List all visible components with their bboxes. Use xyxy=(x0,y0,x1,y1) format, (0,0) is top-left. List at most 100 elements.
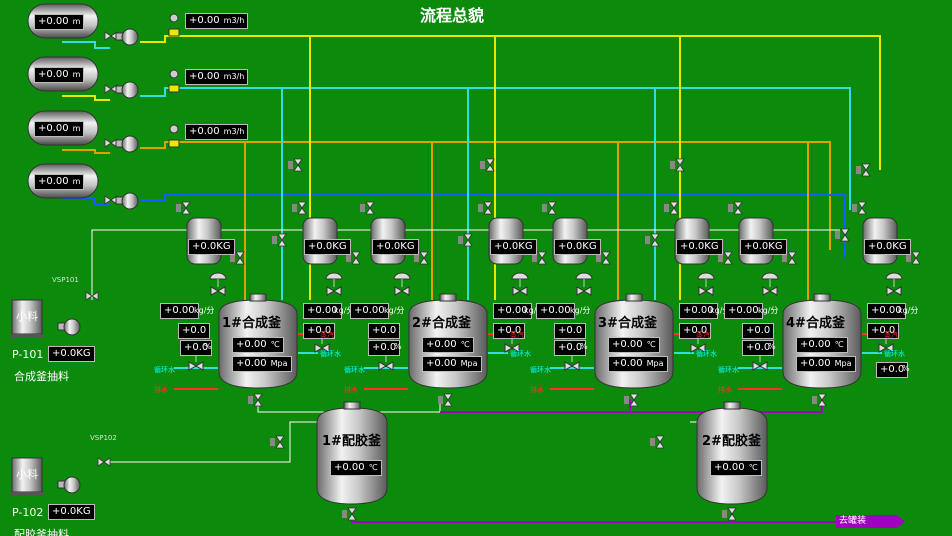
weigh-inlet-valve-6[interactable] xyxy=(664,201,679,215)
raw-tank-4-level-unit: m xyxy=(72,177,81,186)
mixer-1 xyxy=(316,401,388,505)
mixer-2-temp: +0.00℃ xyxy=(710,460,762,476)
reactor-1-open-2-value: +0.0 xyxy=(182,325,207,336)
reactor-4-open-1-value: +0.0 xyxy=(746,342,771,353)
weigh-inlet-valve-3[interactable] xyxy=(360,201,375,215)
weigh-outlet-valve-7[interactable] xyxy=(782,251,797,265)
reactor-3-temp-unit: ℃ xyxy=(646,340,656,349)
raw-pump-4[interactable] xyxy=(115,192,139,210)
flow-meter-2-value: +0.00 xyxy=(189,71,220,82)
mixer-2-outlet-valve[interactable] xyxy=(722,507,737,521)
raw-pump-3[interactable] xyxy=(115,135,139,153)
reactor-3-pressure-value: +0.00 xyxy=(612,358,643,369)
reactor-3-pct-unit: % xyxy=(580,342,588,351)
feeder-1-pump[interactable] xyxy=(57,318,81,336)
reactor-4-rate: +0.00 xyxy=(867,303,906,319)
weigh-inlet-valve-1[interactable] xyxy=(176,201,191,215)
weigh-outlet-valve-4[interactable] xyxy=(532,251,547,265)
reactor-4-bottom-valve[interactable] xyxy=(812,393,827,407)
weigh-control-valve-8[interactable] xyxy=(885,272,903,296)
reactor-4-rate-unit: kg/分 xyxy=(898,306,919,315)
reactor-1-temp-value: +0.00 xyxy=(236,339,267,350)
raw-tank-3-level-unit: m xyxy=(72,124,81,133)
weigh-inlet-valve-4[interactable] xyxy=(478,201,493,215)
raw-valve-1[interactable] xyxy=(104,31,118,41)
feeder-2-weight-value: +0.0KG xyxy=(52,506,91,517)
reactor-4-temp-unit: ℃ xyxy=(834,340,844,349)
feeder-2-pump[interactable] xyxy=(57,476,81,494)
reactor-4-feed: +0.00 xyxy=(724,303,763,319)
weigh-outlet-valve-8[interactable] xyxy=(906,251,921,265)
weigh-control-valve-5[interactable] xyxy=(575,272,593,296)
reactor-1-drain-tag: 排水 xyxy=(154,386,168,394)
reactor-3-bottom-valve[interactable] xyxy=(624,393,639,407)
weigh-inlet-valve-2[interactable] xyxy=(292,201,307,215)
raw-valve-4[interactable] xyxy=(104,195,118,205)
branch-valve-5[interactable] xyxy=(272,233,287,247)
weigh-control-valve-3[interactable] xyxy=(393,272,411,296)
weigh-tank-1-weight-value: +0.0KG xyxy=(192,241,231,252)
to-filling-arrow[interactable]: 去罐装 xyxy=(836,515,905,528)
mixer-1-name: 1#配胶釜 xyxy=(322,434,381,449)
branch-valve-1[interactable] xyxy=(288,158,303,172)
mixer-2-inlet-valve[interactable] xyxy=(650,435,665,449)
reactor-4-feed-unit: kg/分 xyxy=(758,306,779,315)
reactor-3-water-tag: 循环水 xyxy=(530,366,551,374)
mixer-1-inlet-valve[interactable] xyxy=(270,435,285,449)
mixer-1-outlet-valve[interactable] xyxy=(342,507,357,521)
raw-tank-1-level-value: +0.00 xyxy=(38,16,69,27)
branch-valve-3[interactable] xyxy=(670,158,685,172)
weigh-outlet-valve-6[interactable] xyxy=(718,251,733,265)
weigh-inlet-valve-5[interactable] xyxy=(542,201,557,215)
reactor-1-open-3-value: +0.0 xyxy=(307,325,332,336)
weigh-control-valve-6[interactable] xyxy=(697,272,715,296)
branch-valve-4[interactable] xyxy=(856,163,871,177)
reactor-3-temp: +0.00℃ xyxy=(608,337,660,353)
raw-pump-1[interactable] xyxy=(115,28,139,46)
feeder-1-label: 合成釜抽料 xyxy=(14,370,69,383)
reactor-4-open-2: +0.0 xyxy=(742,323,775,339)
weigh-control-valve-7[interactable] xyxy=(761,272,779,296)
weigh-outlet-valve-1[interactable] xyxy=(230,251,245,265)
weigh-outlet-valve-5[interactable] xyxy=(596,251,611,265)
reactor-1-open-3: +0.0 xyxy=(303,323,336,339)
feeder-2-base xyxy=(10,492,44,496)
feeder-2-box-label: 小料 xyxy=(16,468,38,481)
branch-valve-6[interactable] xyxy=(458,233,473,247)
weigh-outlet-valve-3[interactable] xyxy=(414,251,429,265)
weigh-tank-3-weight: +0.0KG xyxy=(372,239,419,255)
reactor-4-feed-value: +0.00 xyxy=(728,305,759,316)
feeder-2-weight: +0.0KG xyxy=(48,504,95,520)
feeder-1-valve[interactable] xyxy=(85,291,99,301)
weigh-inlet-valve-7[interactable] xyxy=(728,201,743,215)
reactor-2-bottom-valve[interactable] xyxy=(438,393,453,407)
flow-meter-1-value: +0.00 xyxy=(189,15,220,26)
reactor-4-open-2-value: +0.0 xyxy=(746,325,771,336)
reactor-4-name: 4#合成釜 xyxy=(786,316,845,331)
weigh-inlet-valve-8[interactable] xyxy=(852,201,867,215)
branch-valve-8[interactable] xyxy=(835,228,850,242)
branch-valve-7[interactable] xyxy=(645,233,660,247)
reactor-1-bottom-valve[interactable] xyxy=(248,393,263,407)
raw-valve-3[interactable] xyxy=(104,138,118,148)
weigh-control-valve-2[interactable] xyxy=(325,272,343,296)
raw-valve-2[interactable] xyxy=(104,84,118,94)
raw-pump-2[interactable] xyxy=(115,81,139,99)
reactor-3-pressure-unit: Mpa xyxy=(646,359,664,368)
branch-valve-2[interactable] xyxy=(480,158,495,172)
flow-transmitter-icon-2 xyxy=(169,69,179,79)
weigh-control-valve-1[interactable] xyxy=(209,272,227,296)
weigh-outlet-valve-2[interactable] xyxy=(346,251,361,265)
feeder-1-vsp: VSP101 xyxy=(52,276,79,284)
reactor-1-water-out-tag: 循环水 xyxy=(320,350,341,358)
feeder-2-valve[interactable] xyxy=(97,457,111,467)
raw-tank-3-level-value: +0.00 xyxy=(38,123,69,134)
reactor-1-rate-unit: kg/分 xyxy=(334,306,355,315)
reactor-2-temp: +0.00℃ xyxy=(422,337,474,353)
reactor-2-rate: +0.00 xyxy=(493,303,532,319)
weigh-control-valve-4[interactable] xyxy=(511,272,529,296)
